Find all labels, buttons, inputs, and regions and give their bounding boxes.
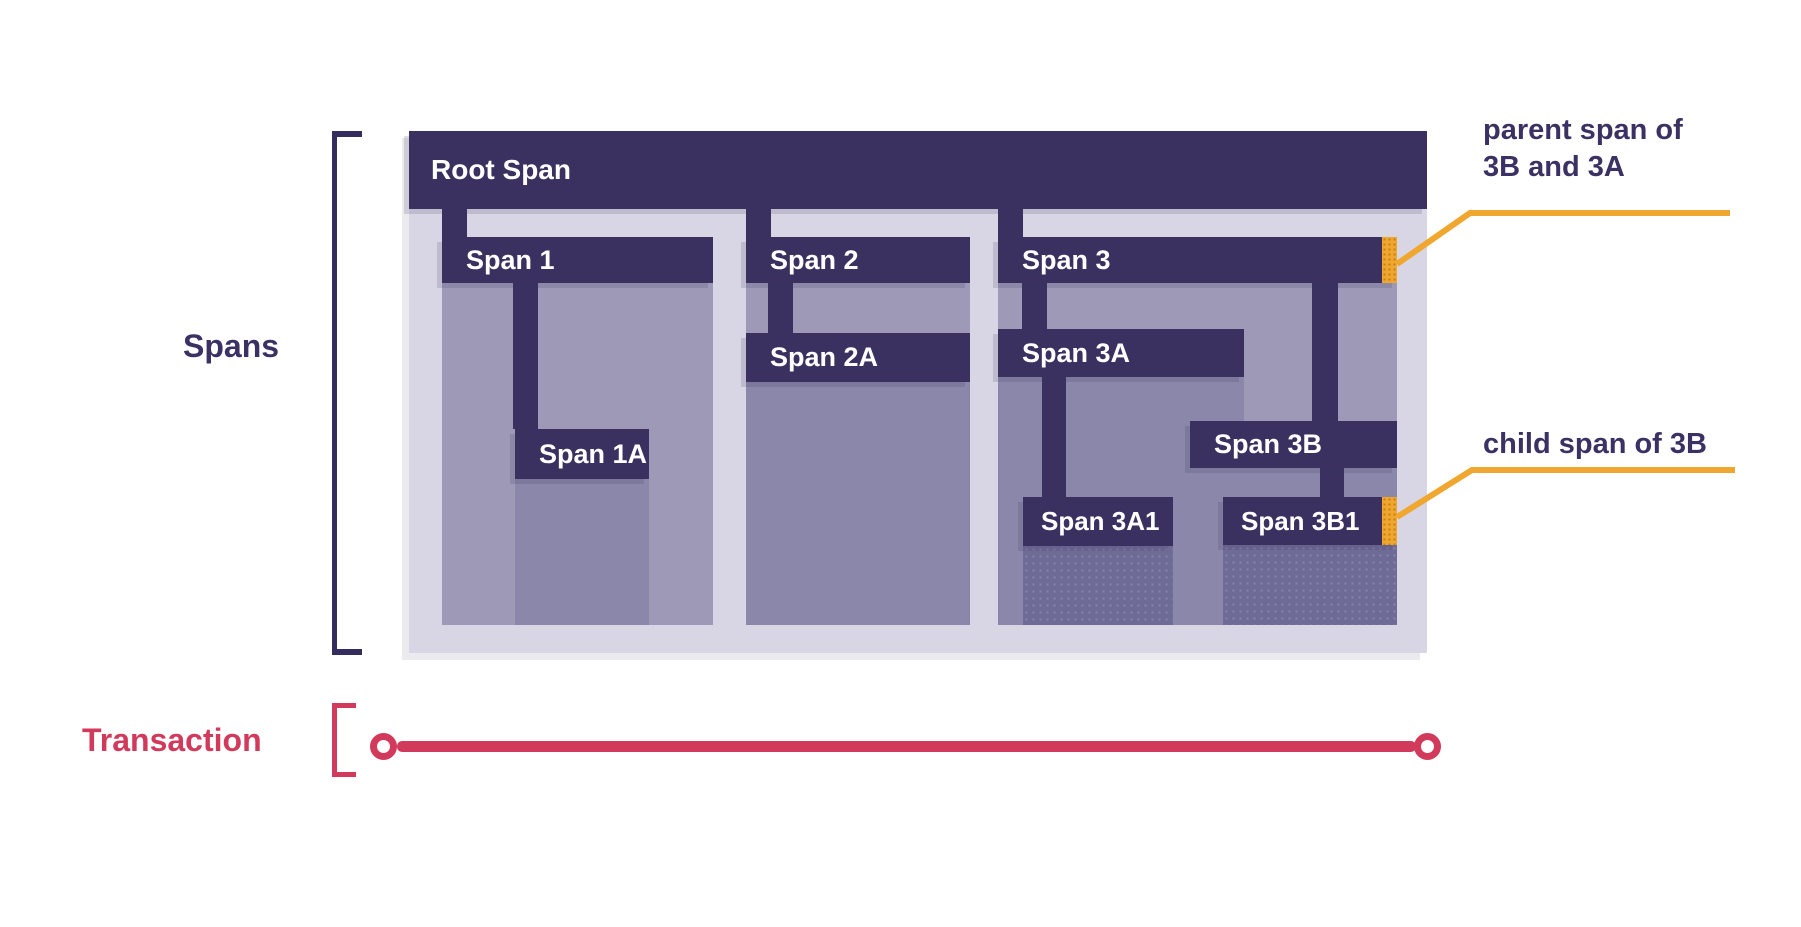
- span-3-bar: Span 3: [998, 237, 1397, 283]
- transaction-section-label: Transaction: [82, 722, 262, 758]
- parent-span-annotation: parent span of 3B and 3A: [1483, 112, 1683, 186]
- connector-span1-span1a: [513, 283, 538, 429]
- span-3b-bar: Span 3B: [1190, 421, 1397, 468]
- transaction-end-point: [1414, 733, 1441, 760]
- span-1a-bar: Span 1A: [515, 429, 649, 479]
- connector-span3b-span3b1: [1320, 468, 1344, 497]
- parent-span-annotation-line1: parent span of: [1483, 114, 1683, 146]
- parent-callout-line: [1395, 210, 1730, 267]
- span-3a1-track: [1023, 546, 1173, 625]
- span-2a-track: [746, 382, 970, 625]
- span-1-bar: Span 1: [442, 237, 713, 283]
- span-3a-bar: Span 3A: [998, 329, 1244, 377]
- span-3b1-track: [1223, 545, 1397, 625]
- span-3a1-bar: Span 3A1: [1023, 497, 1173, 546]
- connector-root-span1: [442, 209, 467, 237]
- span-1a-track: [515, 479, 649, 625]
- connector-root-span2: [746, 209, 771, 237]
- transaction-timeline: [397, 741, 1416, 752]
- connector-span3-span3b: [1312, 283, 1338, 421]
- connector-root-span3: [998, 209, 1023, 237]
- span-2a-bar: Span 2A: [746, 333, 970, 382]
- child-span-annotation: child span of 3B: [1483, 428, 1707, 460]
- span-2-bar: Span 2: [746, 237, 970, 283]
- child-span-marker: [1382, 497, 1397, 545]
- span-3b1-bar: Span 3B1: [1223, 497, 1397, 545]
- root-span-bar: Root Span: [409, 131, 1427, 209]
- spans-bracket: [332, 131, 362, 655]
- connector-span3a-span3a1: [1042, 377, 1066, 497]
- connector-span3-span3a: [1022, 283, 1047, 329]
- parent-span-marker: [1382, 237, 1397, 283]
- child-callout-line: [1395, 467, 1735, 520]
- transaction-start-point: [370, 733, 397, 760]
- connector-span2-span2a: [768, 283, 793, 333]
- transaction-bracket: [332, 703, 356, 777]
- parent-span-annotation-line2: 3B and 3A: [1483, 151, 1625, 183]
- spans-section-label: Spans: [183, 328, 280, 364]
